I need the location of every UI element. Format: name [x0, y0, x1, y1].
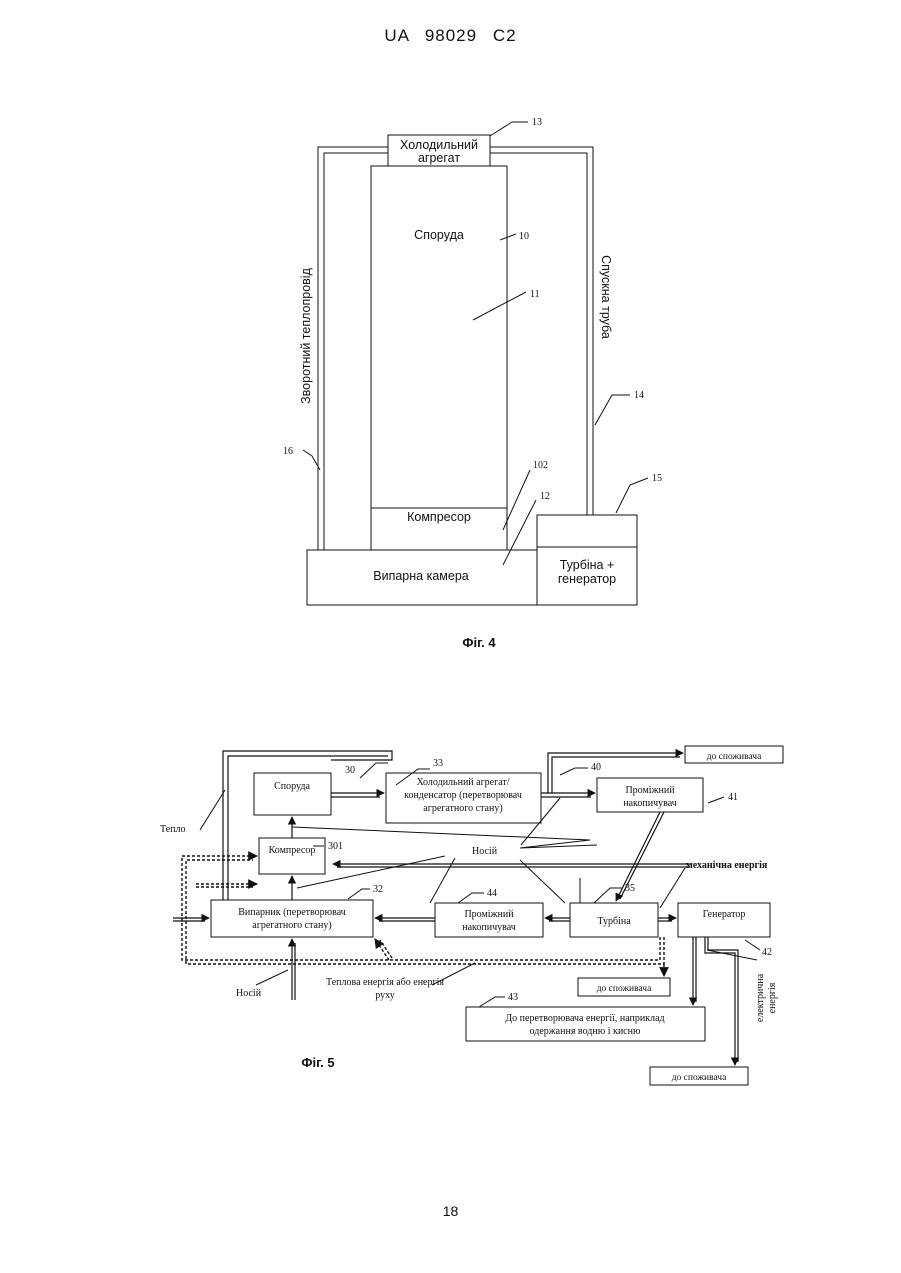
thermal-energy-label-1: Теплова енергія або енергія: [326, 977, 444, 988]
ref-16: 16: [283, 446, 293, 457]
consumer-label-1: до споживача: [707, 752, 762, 762]
building-label-5: Споруда: [274, 781, 310, 792]
converter-label-1: До перетворювача енергії, наприклад: [505, 1013, 664, 1024]
downpipe-label: Спускна труба: [599, 255, 613, 339]
figure-4-caption: Фіг. 4: [462, 635, 496, 650]
mechanical-energy-label: механічна енергія: [686, 860, 768, 871]
carrier-label-bottom: Носій: [236, 988, 262, 999]
generator-label: Генератор: [703, 909, 746, 920]
ref-30: 30: [345, 765, 355, 776]
ref-10: 10: [519, 231, 529, 242]
ref-32: 32: [373, 884, 383, 895]
ref-102: 102: [533, 460, 548, 471]
consumer-label-2: до споживача: [597, 984, 652, 994]
figure-5-labels: Споруда Холодильний агрегат/ конденсатор…: [160, 752, 778, 1083]
ref-41: 41: [728, 792, 738, 803]
buffer-1-label-2: накопичувач: [623, 798, 677, 809]
building-box: [371, 166, 507, 508]
turbine-label-1: Турбіна +: [560, 558, 615, 572]
heat-label: Тепло: [160, 824, 186, 835]
condenser-label-3: агрегатного стану): [423, 803, 502, 814]
turbine-label-2: генератор: [558, 572, 616, 586]
ref-44: 44: [487, 888, 497, 899]
condenser-label-2: конденсатор (перетворювач: [404, 790, 522, 801]
electric-energy-label-2: енергія: [767, 982, 778, 1013]
ref-11: 11: [530, 289, 540, 300]
evaporator-label-2: агрегатного стану): [252, 920, 331, 931]
ref-43: 43: [508, 992, 518, 1003]
evaporator-box: [211, 900, 373, 937]
ref-15: 15: [652, 473, 662, 484]
evaporator-label-1: Випарник (перетворювач: [238, 907, 346, 918]
building-label: Споруда: [414, 228, 464, 242]
thermal-energy-label-2: руху: [375, 990, 395, 1001]
ref-301: 301: [328, 841, 343, 852]
consumer-label-3: до споживача: [672, 1073, 727, 1083]
ref-13: 13: [532, 117, 542, 128]
buffer-1-label-1: Проміжний: [625, 785, 675, 796]
buffer-2-label-1: Проміжний: [464, 909, 514, 920]
building-box-5: [254, 773, 331, 815]
turbine-label-5: Турбіна: [597, 916, 631, 927]
electric-energy-label-1: електрична: [755, 973, 766, 1022]
carrier-label-mid: Носій: [472, 846, 498, 857]
ref-42: 42: [762, 947, 772, 958]
ref-40: 40: [591, 762, 601, 773]
ref-14: 14: [634, 390, 644, 401]
return-heat-pipe: [318, 147, 388, 550]
compressor-label-5: Компресор: [269, 845, 316, 856]
page-number: 18: [0, 1203, 901, 1219]
figure-4-labels: Холодильний агрегат Споруда Компресор Ви…: [283, 117, 662, 650]
compressor-label: Компресор: [407, 510, 471, 524]
buffer-2-label-2: накопичувач: [462, 922, 516, 933]
ref-33: 33: [433, 758, 443, 769]
return-pipe-label: Зворотний теплопровід: [299, 267, 313, 403]
ref-35: 35: [625, 883, 635, 894]
cooling-unit-label-2: агрегат: [418, 151, 460, 165]
compressor-box-5: [259, 838, 325, 874]
cooling-unit-label-1: Холодильний: [400, 138, 478, 152]
condenser-label-1: Холодильний агрегат/: [416, 777, 509, 788]
evaporation-chamber-label: Випарна камера: [373, 569, 469, 583]
figure-5-caption: Фіг. 5: [301, 1055, 334, 1070]
figure-4: [303, 122, 648, 605]
ref-12: 12: [540, 491, 550, 502]
converter-label-2: одержання водню і кисню: [530, 1026, 641, 1037]
